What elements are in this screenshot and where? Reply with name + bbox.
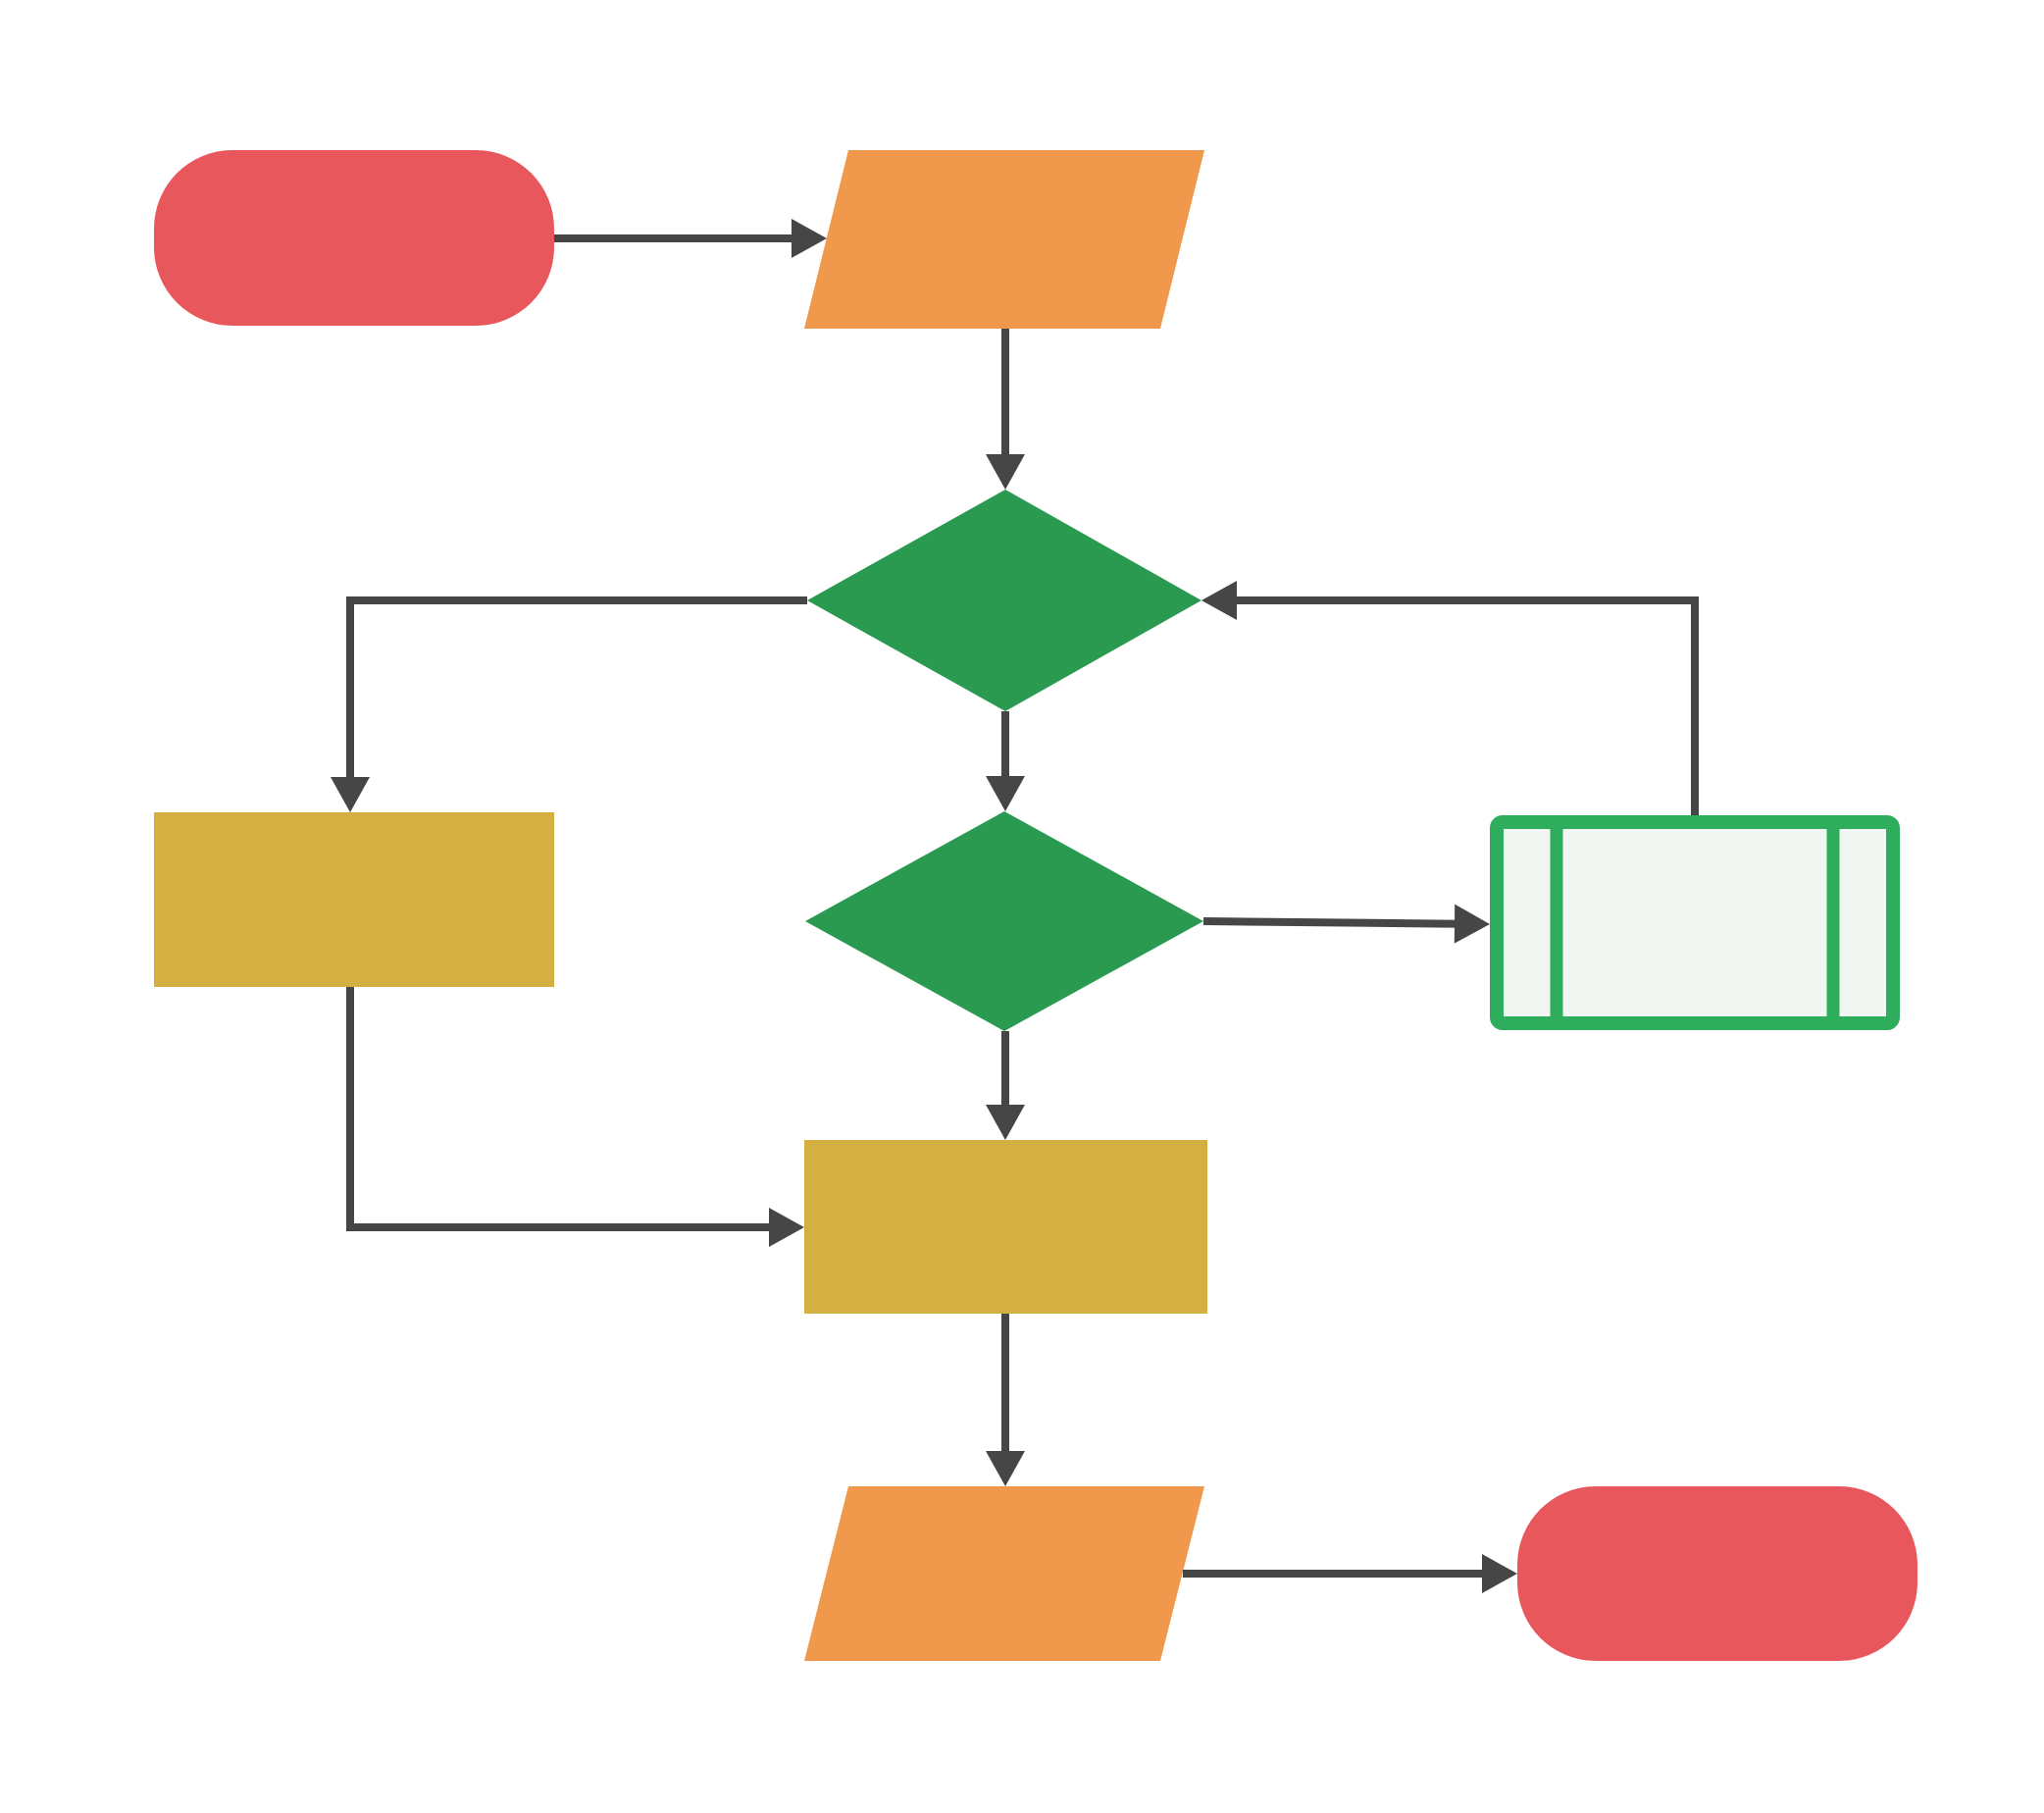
connector-decision-2-to-process-center-arrowhead-icon [986,1105,1025,1140]
connector-start-to-io-top[interactable] [554,219,827,258]
connector-decision-2-to-predefined[interactable] [1202,904,1490,944]
predefined-process[interactable] [1490,815,1900,1030]
connector-io-top-to-decision-1[interactable] [986,329,1025,490]
connector-decision-2-to-process-center[interactable] [986,1031,1025,1140]
connector-predefined-to-decision-1-arrowhead-icon [1201,581,1237,620]
connector-process-center-to-io-bottom-arrowhead-icon [986,1451,1025,1486]
connector-decision-1-to-decision-2-arrowhead-icon [986,776,1025,811]
end-terminator[interactable] [1517,1486,1917,1661]
decision-diamond-2[interactable] [805,811,1203,1031]
connector-decision-2-to-predefined-line [1202,917,1461,928]
connector-decision-2-to-predefined-arrowhead-icon [1454,904,1490,944]
io-parallelogram-bottom[interactable] [804,1486,1204,1661]
process-rect-center[interactable] [804,1140,1207,1314]
connector-process-left-to-process-center[interactable] [346,987,804,1247]
connector-decision-1-to-decision-2[interactable] [986,711,1025,811]
connector-decision-1-to-process-left[interactable] [331,596,807,812]
connector-io-bottom-to-end[interactable] [1183,1554,1517,1593]
connector-predefined-to-decision-1-line [1231,596,1699,815]
process-rect-left[interactable] [154,812,554,987]
connector-process-left-to-process-center-arrowhead-icon [769,1208,804,1247]
start-terminator[interactable] [154,150,554,326]
connector-predefined-to-decision-1[interactable] [1201,581,1699,815]
decision-diamond-1[interactable] [807,490,1201,711]
connector-decision-1-to-process-left-line [346,596,807,783]
connector-process-center-to-io-bottom[interactable] [986,1314,1025,1486]
connector-start-to-io-top-arrowhead-icon [792,219,827,258]
connector-io-top-to-decision-1-arrowhead-icon [986,454,1025,490]
connector-process-left-to-process-center-line [346,987,775,1231]
connector-io-bottom-to-end-arrowhead-icon [1482,1554,1517,1593]
connector-decision-1-to-process-left-arrowhead-icon [331,777,370,812]
io-parallelogram-top[interactable] [804,150,1204,329]
